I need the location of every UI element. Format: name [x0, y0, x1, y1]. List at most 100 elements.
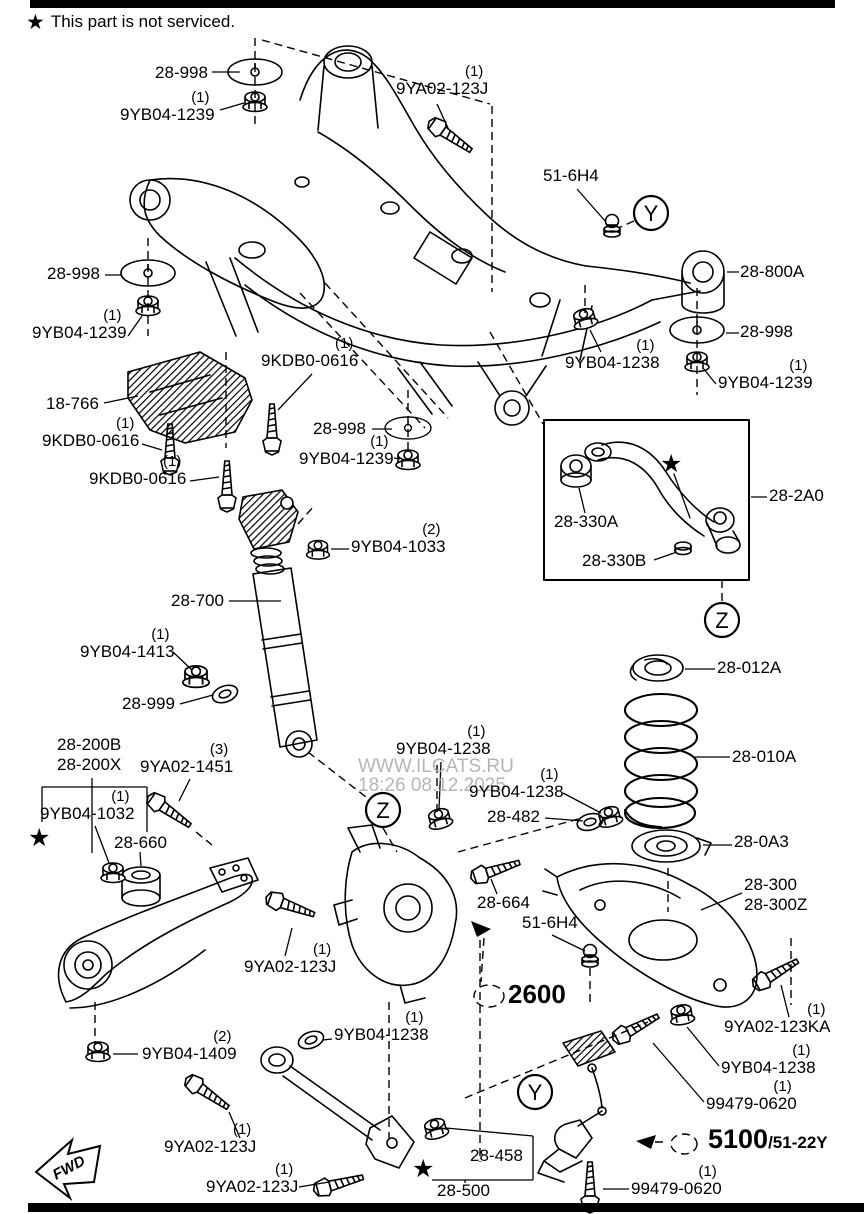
circle-z-right [703, 601, 741, 639]
qty: (2) [422, 521, 441, 538]
label-9ya02-123j-top: (1)9YA02-123J [396, 64, 488, 98]
label-99479-0620-bottom: (1)99479-0620 [631, 1164, 722, 1198]
qty: (3) [209, 741, 229, 758]
part-number: 28-998 [155, 63, 208, 82]
view-callouts: Y Z Z Y [364, 194, 741, 1111]
qty: (1) [335, 335, 354, 352]
qty: (1) [807, 1001, 826, 1018]
coil-spring [623, 692, 699, 830]
label-28-200b: 28-200B [57, 736, 121, 754]
part-number: 28-998 [47, 264, 100, 283]
assembly-dashed-lines [94, 38, 792, 1162]
bolt-9kdb0-0616-c [262, 403, 282, 456]
part-number: 99479-0620 [706, 1093, 797, 1113]
watermark: WWW.ILCATS.RU 18:26 08.12.2025 [358, 756, 514, 796]
part-number: 28-200B [57, 735, 122, 754]
label-9yb04-1238-z-left: (1)9YB04-1238 [396, 724, 491, 758]
upper-arm-box [543, 419, 750, 581]
label-28-660: 28-660 [114, 834, 167, 852]
qty: (1) [151, 626, 170, 643]
qty: (1) [370, 433, 389, 450]
label-28-300: 28-300 [744, 876, 797, 894]
circle-z-right-letter: Z [715, 608, 728, 633]
part-number: 9YA02-123J [206, 1176, 299, 1196]
part-number: 28-330B [582, 551, 647, 570]
qty: (1) [792, 1042, 811, 1059]
stud-51-6h4-bottom [581, 943, 599, 968]
part-number: 9KDB0-0616 [261, 350, 359, 370]
label-28-300z: 28-300Z [744, 896, 807, 914]
qty: (1) [464, 63, 484, 80]
part-number: 28-999 [122, 694, 175, 713]
circle-y-top [632, 194, 670, 232]
ref-oval-5100 [670, 1133, 698, 1155]
label-9yb04-1239-left: (1)9YB04-1239 [32, 308, 127, 342]
qty: (1) [467, 723, 486, 740]
part-number: 9YB04-1238 [396, 738, 491, 758]
part-number: 99479-0620 [631, 1178, 722, 1198]
reference-pointers [471, 921, 698, 1155]
label-51-6h4-bottom: 51-6H4 [522, 914, 578, 932]
qty: (1) [111, 788, 130, 805]
label-99479-0620-top: (1)99479-0620 [706, 1079, 797, 1113]
bolt-9ya02-1451 [142, 788, 196, 834]
part-number: 9KDB0-0616 [89, 468, 187, 488]
part-number: 9YB04-1413 [80, 641, 175, 661]
label-9yb04-1238-link: (1)9YB04-1238 [334, 1010, 429, 1044]
nut-9yb04-1239-center [395, 449, 421, 471]
part-number: 9YB04-1238 [721, 1057, 816, 1077]
part-number: 9YB04-1239 [299, 448, 394, 468]
height-sensor [537, 1030, 616, 1183]
washer-9yb04-1238-bottom [295, 1027, 327, 1053]
part-number: 28-800A [740, 262, 805, 281]
part-number: 28-300 [744, 875, 797, 894]
part-number: 28-500 [437, 1181, 490, 1200]
qty: (1) [789, 357, 808, 374]
label-28-500: 28-500 [437, 1182, 490, 1200]
circle-z-mid [364, 791, 402, 829]
part-number: 28-998 [740, 322, 793, 341]
star-icon: ★ [26, 11, 45, 34]
qty: (1) [773, 1078, 792, 1095]
label-9yb04-1238-mid: (1)9YB04-1238 [565, 338, 660, 372]
bolt-9ya02-123j-top [423, 113, 477, 159]
part-number: 28-012A [717, 658, 782, 677]
label-9kdb0-0616-c: (1)9KDB0-0616 [89, 454, 186, 488]
spring-upper-seat [629, 654, 684, 682]
label-18-766: 18-766 [46, 395, 99, 413]
bracket-18-766 [127, 351, 253, 444]
label-9yb04-1238-z-right: (1)9YB04-1238 [469, 767, 564, 801]
part-number: 9KDB0-0616 [42, 430, 140, 450]
part-number: 28-010A [732, 747, 797, 766]
label-28-330b: 28-330B [582, 552, 646, 570]
circle-y-bottom [516, 1073, 554, 1111]
part-number: 28-0A3 [734, 832, 789, 851]
label-9kdb0-0616-a: (1)9KDB0-0616 [261, 336, 358, 370]
label-9ya02-123j-link-front: (1)9YA02-123J [164, 1122, 256, 1156]
part-number: 9YB04-1032 [40, 803, 135, 823]
part-number: 28-2A0 [769, 486, 824, 505]
part-number: 28-998 [313, 419, 366, 438]
bolt-9ya02-123j-link-front [180, 1070, 234, 1116]
nut-9yb04-1238-mid [569, 305, 600, 333]
label-28-2a0: 28-2A0 [769, 487, 824, 505]
part-number: 9YA02-1451 [140, 756, 234, 776]
shock-absorber [238, 489, 318, 758]
label-9yb04-1239-top: (1)9YB04-1239 [120, 90, 215, 124]
bolt-99479-0620-bottom [580, 1161, 600, 1214]
qty: (1) [103, 307, 122, 324]
part-number: 28-458 [470, 1146, 523, 1165]
label-28-010a: 28-010A [732, 748, 796, 766]
qty: (1) [540, 766, 559, 783]
qty: (2) [213, 1028, 232, 1045]
qty: (1) [312, 941, 332, 958]
section-ref: 5100 [708, 1124, 769, 1154]
note-text: This part is not serviced. [50, 12, 236, 31]
part-number: 28-660 [114, 833, 167, 852]
washer-28-999 [209, 681, 241, 707]
part-number: 28-482 [487, 807, 540, 826]
bolt-28-664 [467, 853, 523, 888]
arrow-to-knuckle [471, 921, 491, 937]
